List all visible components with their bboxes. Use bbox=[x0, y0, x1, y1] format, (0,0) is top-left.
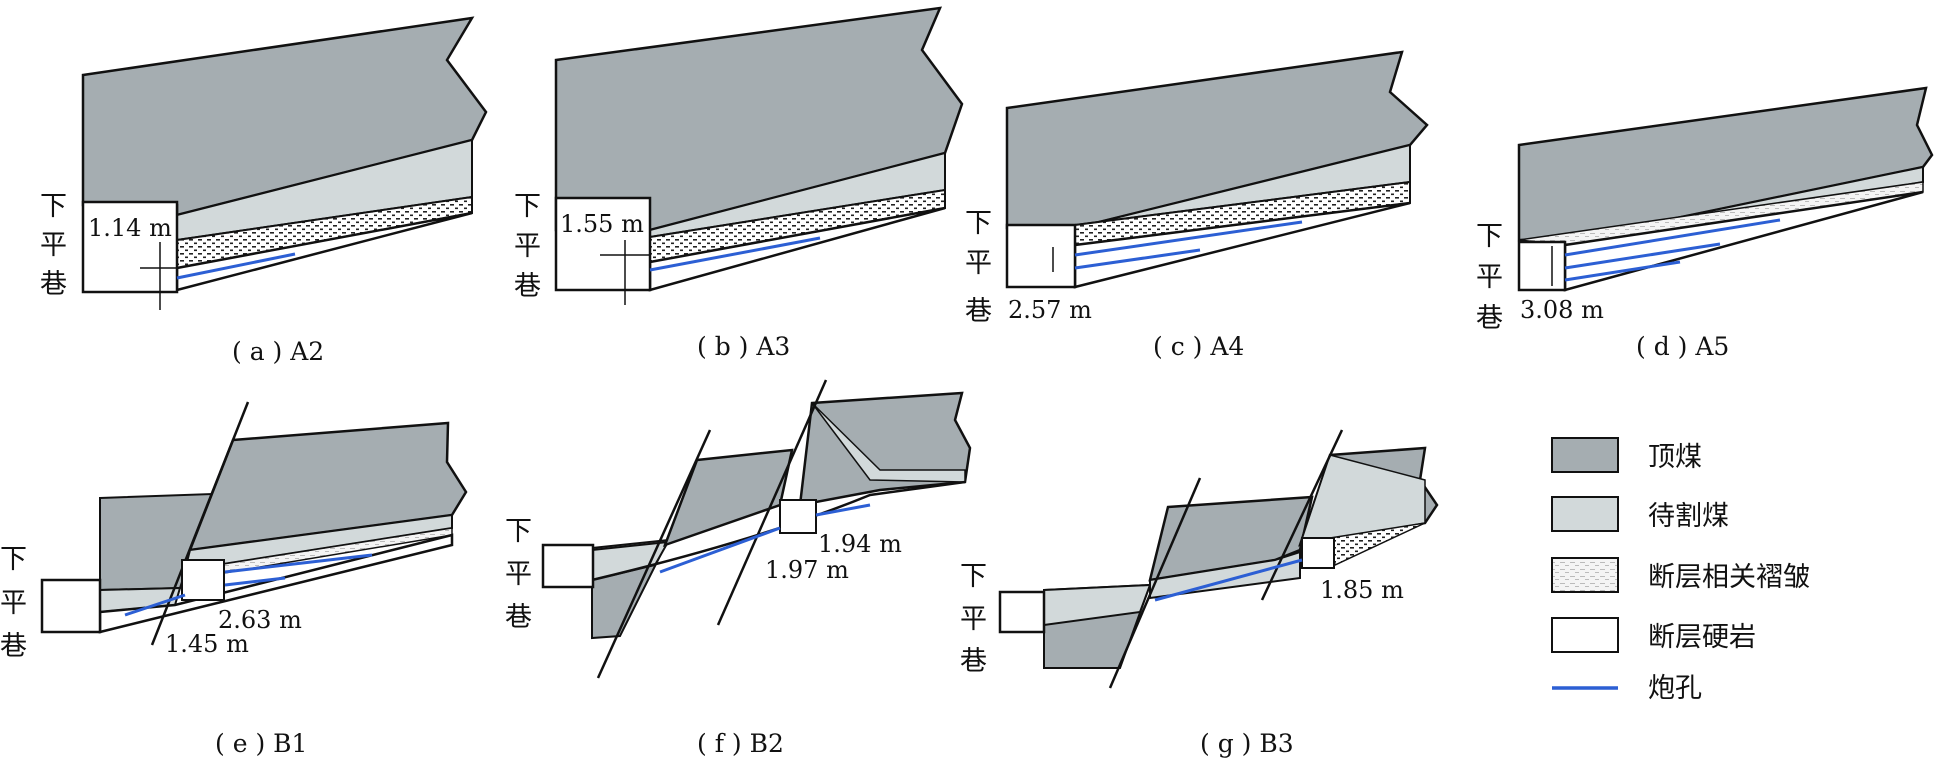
measure-label: 3.08 m bbox=[1520, 296, 1604, 324]
roadway-char: 巷 bbox=[505, 602, 532, 633]
panel-a3: 1.55 m 下 平 巷 ( b ) A3 bbox=[514, 6, 964, 361]
fault-line bbox=[150, 401, 250, 646]
panel-b1: 2.63 m 1.45 m 下 平 巷 ( e ) B1 bbox=[0, 401, 468, 758]
roadway-char: 下 bbox=[505, 516, 532, 547]
measurement-box bbox=[181, 559, 225, 601]
blast-hole-line bbox=[1074, 220, 1303, 257]
roadway-char: 巷 bbox=[40, 269, 67, 300]
legend-label: 顶煤 bbox=[1648, 442, 1702, 473]
measure-label: 1.55 m bbox=[560, 210, 644, 238]
measure-label: 2.57 m bbox=[1008, 296, 1092, 324]
legend-swatch-top-coal bbox=[1551, 437, 1619, 473]
blast-hole-line bbox=[176, 252, 296, 280]
measure-label: 1.94 m bbox=[818, 530, 902, 558]
blast-hole-line bbox=[815, 503, 871, 517]
panel-caption: ( d ) A5 bbox=[1636, 332, 1729, 361]
roadway-char: 下 bbox=[514, 191, 541, 222]
roadway-char: 巷 bbox=[1476, 303, 1503, 334]
roadway-char: 平 bbox=[960, 604, 987, 635]
legend-label: 炮孔 bbox=[1648, 673, 1702, 704]
panel-a4: 2.57 m 下 平 巷 ( c ) A4 bbox=[965, 50, 1429, 361]
fault-line bbox=[1260, 429, 1344, 601]
roadway-box bbox=[1517, 240, 1567, 292]
measure-label: 1.97 m bbox=[765, 556, 849, 584]
measure-label: 1.85 m bbox=[1320, 576, 1404, 604]
blast-hole-line bbox=[224, 553, 373, 574]
roadway-box bbox=[541, 543, 595, 589]
fault-line bbox=[1108, 477, 1202, 689]
legend-label: 断层硬岩 bbox=[1648, 622, 1756, 653]
blast-hole-line bbox=[1564, 260, 1681, 282]
roadway-char: 平 bbox=[0, 588, 27, 619]
roadway-char: 平 bbox=[40, 230, 67, 261]
panel-caption: ( g ) B3 bbox=[1200, 729, 1294, 758]
blast-hole-line bbox=[124, 593, 186, 617]
blast-hole-line bbox=[1154, 558, 1303, 602]
measure-label: 1.45 m bbox=[165, 630, 249, 658]
legend-label: 待割煤 bbox=[1648, 501, 1729, 532]
blast-hole-line bbox=[224, 576, 286, 587]
measure-label: 2.63 m bbox=[218, 606, 302, 634]
blast-hole-line bbox=[1564, 218, 1781, 257]
legend-swatch-fold-zone bbox=[1551, 557, 1619, 593]
roadway-char: 下 bbox=[0, 544, 27, 575]
blast-hole-line bbox=[1564, 242, 1721, 270]
top-coal-layer bbox=[798, 391, 972, 507]
roadway-char: 平 bbox=[514, 231, 541, 262]
panel-b3: 1.85 m 下 平 巷 ( g ) B3 bbox=[960, 429, 1439, 758]
roadway-char: 巷 bbox=[965, 296, 992, 327]
roadway-box bbox=[40, 578, 102, 634]
roadway-char: 平 bbox=[965, 248, 992, 279]
roadway-char: 巷 bbox=[514, 271, 541, 302]
legend-label: 断层相关褶皱 bbox=[1648, 562, 1810, 593]
roadway-char: 巷 bbox=[0, 631, 27, 662]
panel-caption: ( b ) A3 bbox=[697, 332, 790, 361]
blast-hole-line bbox=[1074, 248, 1201, 270]
panel-b2: 1.94 m 1.97 m 下 平 巷 ( f ) B2 bbox=[505, 379, 972, 758]
panel-a5: 3.08 m 下 平 巷 ( d ) A5 bbox=[1476, 86, 1934, 361]
panel-caption: ( f ) B2 bbox=[697, 729, 784, 758]
roadway-box bbox=[998, 590, 1046, 634]
roadway-char: 下 bbox=[960, 561, 987, 592]
roadway-char: 下 bbox=[40, 191, 67, 222]
roadway-char: 平 bbox=[505, 559, 532, 590]
fault-line bbox=[716, 379, 828, 626]
measurement-box bbox=[1301, 537, 1335, 569]
legend: 顶煤 待割煤 断层相关褶皱 断层硬岩 炮孔 bbox=[1551, 437, 1810, 704]
blast-hole-line bbox=[659, 526, 781, 574]
legend-swatch-coal-to-cut bbox=[1551, 496, 1619, 532]
roadway-box bbox=[554, 196, 652, 292]
roadway-char: 平 bbox=[1476, 262, 1503, 293]
panel-caption: ( c ) A4 bbox=[1153, 332, 1244, 361]
panel-caption: ( e ) B1 bbox=[215, 729, 307, 758]
blast-hole-line bbox=[649, 236, 821, 272]
roadway-char: 下 bbox=[965, 208, 992, 239]
measurement-box bbox=[779, 499, 817, 534]
roadway-char: 下 bbox=[1476, 221, 1503, 252]
panel-caption: ( a ) A2 bbox=[232, 337, 324, 366]
roadway-box bbox=[1005, 223, 1077, 289]
measure-label: 1.14 m bbox=[88, 214, 172, 242]
roadway-box bbox=[81, 200, 179, 294]
roadway-char: 巷 bbox=[960, 646, 987, 677]
fault-line bbox=[596, 429, 712, 679]
legend-swatch-hard-rock bbox=[1551, 617, 1619, 653]
coal-to-cut-layer bbox=[811, 402, 966, 483]
panel-a2: 1.14 m 下 平 巷 ( a ) A2 bbox=[40, 16, 488, 366]
